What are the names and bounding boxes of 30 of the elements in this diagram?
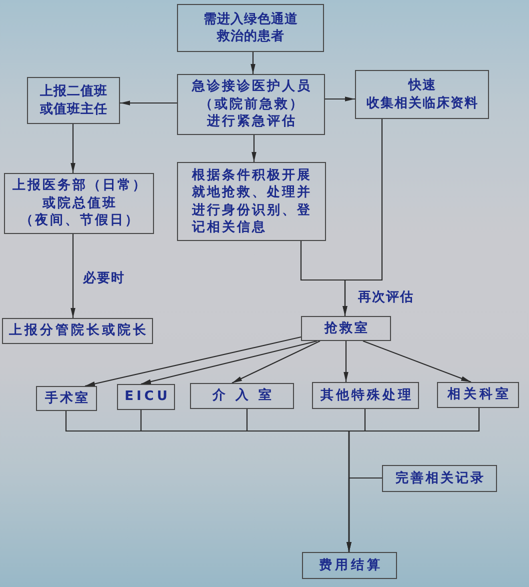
arrow [84, 336, 302, 387]
arrow [120, 100, 177, 106]
process-box: EICU [117, 384, 175, 410]
process-box: 急诊接诊医护人员（或院前急救）进行紧急评估 [177, 74, 325, 135]
process-box: 上报分管院长或院长 [2, 318, 153, 344]
process-box: 费用结算 [302, 552, 397, 579]
process-box: 根据条件积极开展就地抢救、处理并进行身份识别、登记相关信息 [177, 162, 326, 241]
arrow [70, 234, 76, 318]
process-box: 其他特殊处理 [312, 382, 419, 409]
step-label: 再次评估 [358, 290, 414, 306]
process-box: 手术室 [36, 386, 97, 411]
edge-label: 必要时 [83, 271, 125, 287]
arrow [140, 340, 318, 385]
process-box: 相关科室 [437, 382, 519, 408]
process-box: 需进入绿色通道救治的患者 [177, 4, 324, 52]
arrow [342, 119, 383, 316]
arrow [250, 52, 256, 74]
arrow [344, 341, 348, 382]
process-box: 完善相关记录 [382, 465, 497, 492]
process-box: 快速收集相关临床资料 [355, 70, 489, 119]
process-box: 介入室 [190, 383, 294, 409]
process-box: 上报医务部（日常）或院总值班（夜间、节假日） [4, 173, 154, 234]
process-box: 抢救室 [301, 316, 391, 341]
arrow [252, 135, 256, 162]
arrow [346, 477, 382, 552]
arrow [325, 96, 355, 102]
arrow [362, 340, 472, 383]
process-box: 上报二值班或值班主任 [27, 77, 120, 124]
arrow [70, 124, 76, 173]
arrow [232, 340, 320, 384]
